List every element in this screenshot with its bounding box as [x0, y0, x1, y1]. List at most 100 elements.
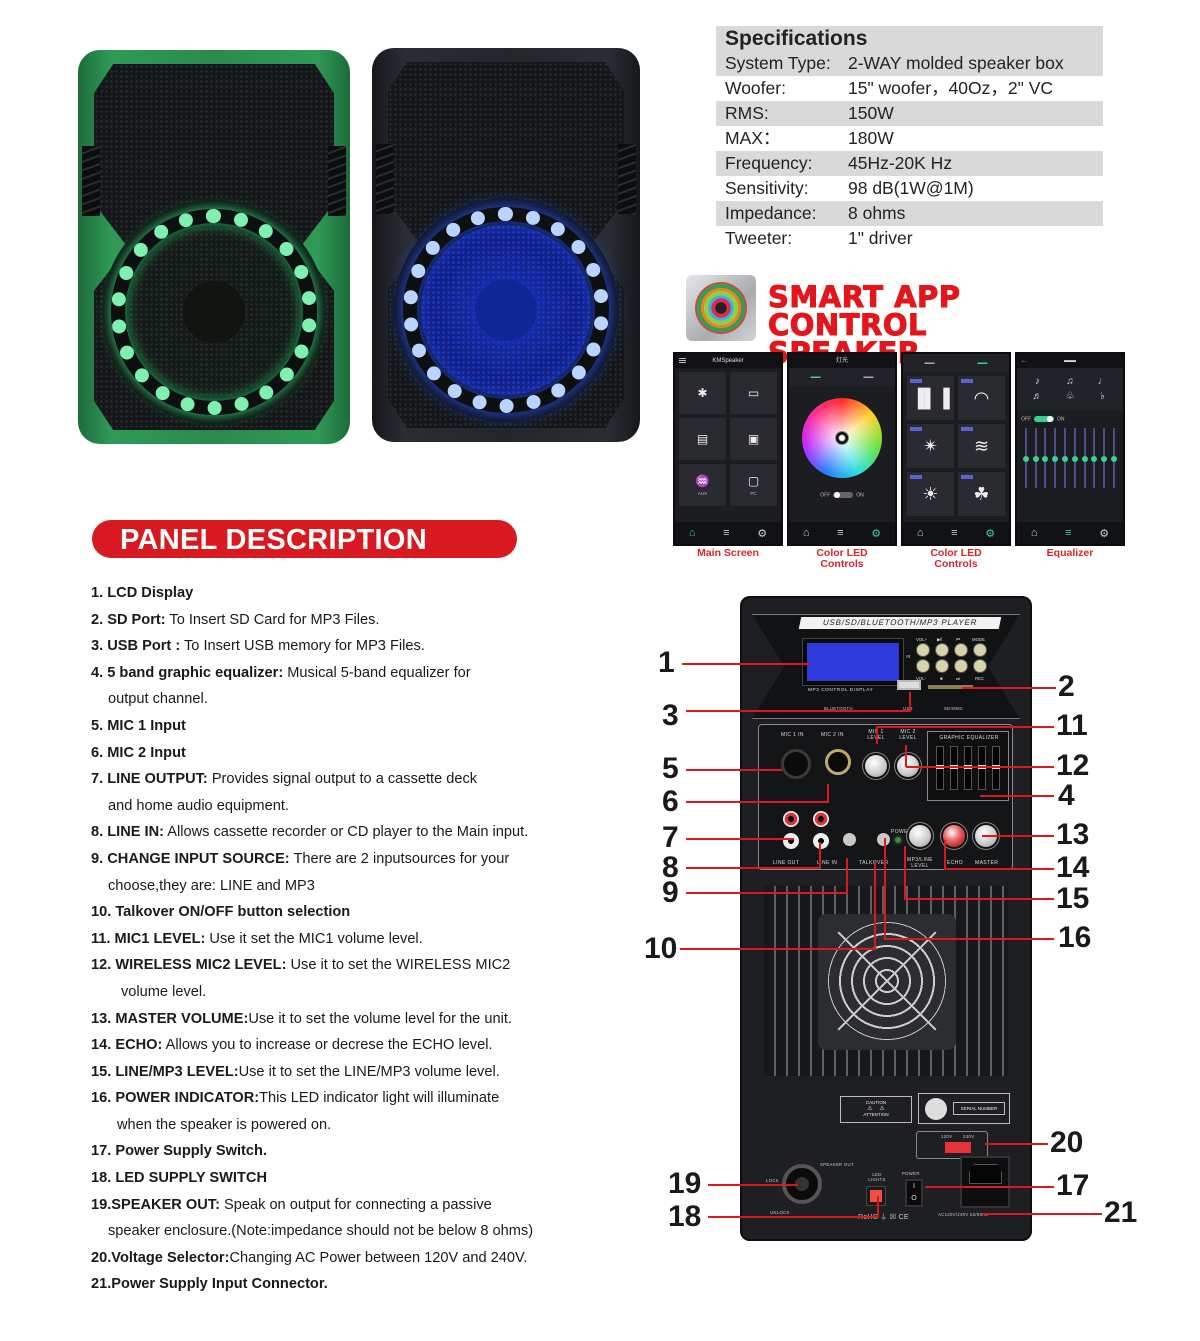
eq-band-slider[interactable]	[1052, 428, 1059, 489]
eq-fader[interactable]	[950, 746, 958, 790]
preset-drum-icon[interactable]: ♩	[1097, 376, 1108, 387]
callout-line	[885, 938, 1054, 940]
scene-tile[interactable]: ▐▌▐	[907, 376, 954, 420]
home-icon[interactable]: ⌂	[916, 527, 924, 539]
eq-band-slider[interactable]	[1062, 428, 1069, 489]
eq-band-slider[interactable]	[1032, 428, 1039, 489]
eq-toggle[interactable]	[1034, 416, 1054, 422]
settings-icon[interactable]: ⚙	[871, 527, 882, 540]
preset-trumpet-icon[interactable]: ♬	[1032, 391, 1043, 402]
desc-item-1: 1. LCD Display	[91, 580, 591, 607]
previous-button[interactable]	[955, 644, 967, 656]
mic1-level-knob[interactable]	[865, 755, 887, 777]
speaker-out-label: SPEAKER OUT	[820, 1162, 854, 1167]
volume-up-button[interactable]	[917, 644, 929, 656]
lcd-display	[803, 639, 903, 685]
sd-card-slot[interactable]	[928, 685, 973, 689]
eq-fader[interactable]	[964, 746, 972, 790]
color-picker-handle[interactable]	[838, 434, 846, 442]
item-text: Use it to set the WIRELESS MIC2	[286, 957, 511, 974]
usb-port[interactable]	[897, 680, 921, 690]
equalizer-icon[interactable]: ≡	[723, 527, 730, 539]
home-icon[interactable]: ⌂	[1030, 527, 1038, 539]
tile-bluetooth[interactable]: ✱	[679, 372, 726, 414]
mode-button[interactable]	[974, 644, 986, 656]
mic2-jack-input[interactable]	[825, 749, 851, 775]
eq-band-slider[interactable]	[1022, 428, 1029, 489]
eq-fader[interactable]	[936, 746, 944, 790]
pc-monitor-icon: ▢	[747, 474, 760, 488]
line-out-jack-l[interactable]	[783, 833, 799, 849]
echo-knob[interactable]	[943, 825, 965, 847]
callout-line	[982, 835, 1054, 837]
equalizer-icon[interactable]: ≡	[951, 527, 958, 539]
stop-button[interactable]	[936, 660, 948, 672]
scene-tile[interactable]: ≋	[958, 424, 1005, 468]
scene-tag	[961, 379, 973, 383]
equalizer-icon[interactable]: ≡	[837, 527, 844, 539]
item-number: 20.	[91, 1249, 112, 1266]
desc-item-17: 17. Power Supply Switch.	[91, 1138, 591, 1165]
tile-radio[interactable]: ▣	[730, 418, 777, 460]
item-title: 5 band graphic equalizer:	[107, 664, 284, 681]
tile-aux[interactable]: ♒AUX	[679, 464, 726, 506]
eq-fader[interactable]	[992, 746, 1000, 790]
lcd-caption: MP3 CONTROL DISPLAY	[808, 688, 874, 693]
usb-drive-icon: ▭	[747, 386, 760, 400]
callout-6: 6	[662, 785, 679, 818]
talkover-button[interactable]	[877, 833, 890, 846]
volume-down-button[interactable]	[917, 660, 929, 672]
light-toggle[interactable]	[833, 492, 854, 498]
equalizer-icon[interactable]: ≡	[1065, 527, 1072, 539]
home-icon[interactable]: ⌂	[802, 527, 810, 539]
line-out-jack-r[interactable]	[783, 811, 799, 827]
ac-rating-label: AC120V/240V 50/60Hz	[938, 1212, 989, 1217]
preset-piano-icon[interactable]: ♧	[1065, 391, 1075, 402]
settings-icon[interactable]: ⚙	[985, 527, 996, 540]
power-input-connector[interactable]	[960, 1156, 1010, 1208]
preset-rock-icon[interactable]: ♫	[1066, 376, 1074, 387]
eq-band-slider[interactable]	[1111, 428, 1118, 489]
next-button[interactable]	[955, 660, 967, 672]
mp3-button-grid	[917, 644, 987, 672]
tile-pc[interactable]: ▢PC	[730, 464, 777, 506]
eq-band-slider[interactable]	[1071, 428, 1078, 489]
mic1-xlr-input[interactable]	[781, 749, 811, 779]
settings-icon[interactable]: ⚙	[757, 527, 768, 540]
tab-color[interactable]: ▬▬	[810, 374, 821, 380]
play-pause-button[interactable]	[936, 644, 948, 656]
back-arrow-icon[interactable]: ←	[1021, 358, 1027, 364]
line-mp3-level-knob[interactable]	[909, 825, 931, 847]
record-button[interactable]	[974, 660, 986, 672]
tile-usb[interactable]: ▭	[730, 372, 777, 414]
color-picker-wheel[interactable]	[802, 398, 882, 478]
eq-band-slider[interactable]	[1081, 428, 1088, 489]
preset-saxophone-icon[interactable]: ♭	[1100, 391, 1106, 402]
desc-item-18: 18. LED SUPPLY SWITCH	[91, 1165, 591, 1192]
eq-band-slider[interactable]	[1042, 428, 1049, 489]
scene-tile[interactable]: ✴	[907, 424, 954, 468]
scene-tile[interactable]: ◠	[958, 376, 1005, 420]
led-supply-switch[interactable]	[866, 1186, 886, 1206]
eq-fader[interactable]	[978, 746, 986, 790]
voltage-selector-switch[interactable]	[945, 1142, 971, 1153]
eq-band-slider[interactable]	[1101, 428, 1108, 489]
tab-scene[interactable]: ▬▬	[977, 360, 988, 366]
line-in-jack-r[interactable]	[813, 811, 829, 827]
item-number: 5.	[91, 717, 108, 734]
spec-row-max: MAX：180W	[716, 126, 1103, 151]
hamburger-menu-icon[interactable]	[679, 358, 686, 363]
input-source-button[interactable]	[843, 833, 856, 846]
scene-tile[interactable]: ☀	[907, 472, 954, 516]
eq-band-slider[interactable]	[1091, 428, 1098, 489]
tab-scene[interactable]: ▬▬	[863, 374, 874, 380]
tile-sd-card[interactable]: ▤	[679, 418, 726, 460]
preset-guitar-icon[interactable]: ♪	[1034, 376, 1040, 387]
home-icon[interactable]: ⌂	[688, 527, 696, 539]
tab-color[interactable]: ▬▬	[924, 360, 935, 366]
scene-tile[interactable]: ☘	[958, 472, 1005, 516]
line-in-jack-l[interactable]	[813, 833, 829, 849]
settings-icon[interactable]: ⚙	[1099, 527, 1110, 540]
